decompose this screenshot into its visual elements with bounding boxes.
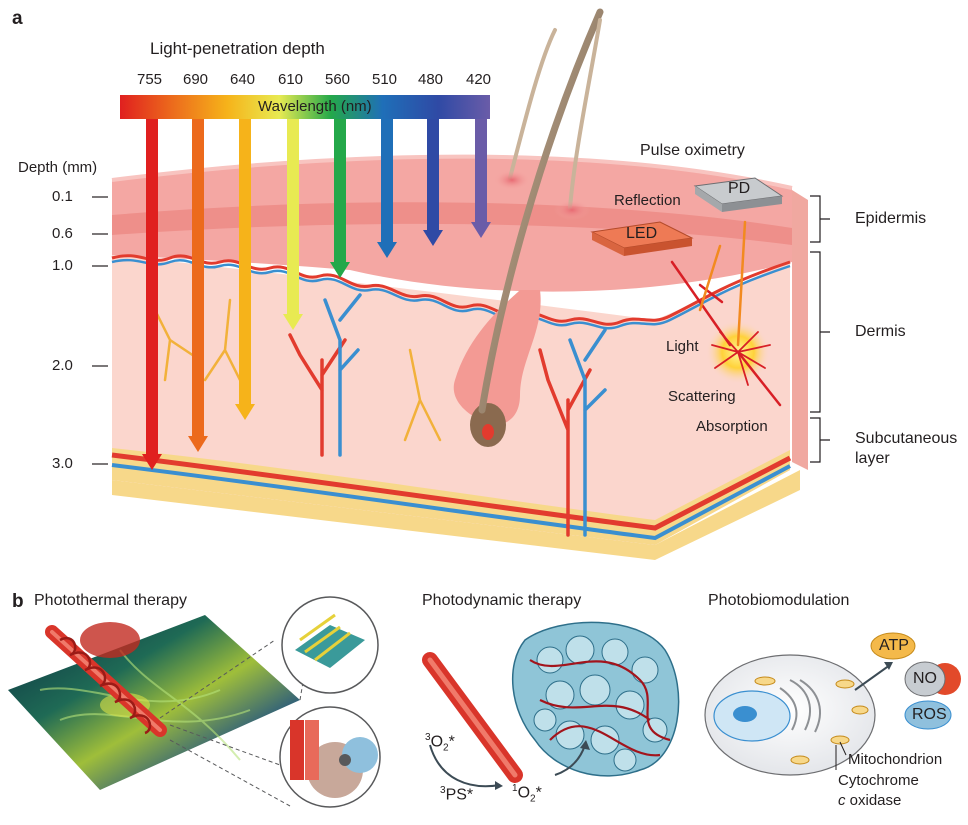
reflection-label: Reflection	[614, 192, 681, 209]
wavelength-arrow-510	[381, 119, 393, 244]
label-layer: layer	[855, 450, 890, 468]
depth-tick-0-1: 0.1	[52, 188, 73, 205]
depth-tick-2-0: 2.0	[52, 357, 73, 374]
triplet-oxygen-label: 3O2*	[425, 732, 455, 754]
photothermal-title: Photothermal therapy	[34, 592, 187, 610]
wavelength-arrow-640	[239, 119, 251, 406]
wavelength-arrow-690	[192, 119, 204, 438]
label-epidermis: Epidermis	[855, 210, 926, 228]
wavelength-arrow-755	[146, 119, 158, 456]
depth-ticks	[92, 197, 108, 464]
mitochondrion-label: Mitochondrion	[848, 751, 942, 768]
led-label: LED	[626, 225, 657, 243]
depth-tick-0-6: 0.6	[52, 225, 73, 242]
wavelength-label-610: 610	[278, 71, 303, 88]
wavelength-arrow-610	[287, 119, 299, 316]
light-penetration-title: Light-penetration depth	[150, 39, 325, 59]
panel-b-letter: b	[12, 591, 24, 613]
wavelength-arrow-420	[475, 119, 487, 224]
wavelength-label-690: 690	[183, 71, 208, 88]
pd-label: PD	[728, 180, 750, 198]
cytochrome-label: Cytochrome	[838, 772, 919, 789]
label-subcutaneous: Subcutaneous	[855, 430, 957, 448]
wavelength-label-755: 755	[137, 71, 162, 88]
wavelength-label-480: 480	[418, 71, 443, 88]
wavelength-label-640: 640	[230, 71, 255, 88]
wavelength-label-510: 510	[372, 71, 397, 88]
absorption-label: Absorption	[696, 418, 768, 435]
photosensitizer-label: 3PS*	[440, 785, 473, 804]
label-dermis: Dermis	[855, 323, 906, 341]
skin-block-side	[792, 190, 808, 470]
layer-brackets	[810, 196, 830, 462]
ros-label: ROS	[912, 706, 947, 724]
atp-label: ATP	[879, 637, 909, 655]
light-label: Light	[666, 338, 699, 355]
photobiomodulation-title: Photobiomodulation	[708, 592, 849, 610]
scattering-label: Scattering	[668, 388, 736, 405]
wavelength-axis-label: Wavelength (nm)	[258, 98, 372, 115]
pbm-arrow	[855, 665, 890, 690]
wavelength-arrow-480	[427, 119, 439, 232]
panel-a-letter: a	[12, 8, 23, 30]
depth-tick-1-0: 1.0	[52, 257, 73, 274]
depth-axis-title: Depth (mm)	[18, 159, 97, 176]
tumor-cell-cluster	[513, 622, 679, 776]
singlet-oxygen-label: 1O2*	[512, 783, 542, 805]
wavelength-label-420: 420	[466, 71, 491, 88]
no-label: NO	[913, 670, 937, 688]
pulse-oximetry-title: Pulse oximetry	[640, 142, 745, 160]
wavelength-arrow-560	[334, 119, 346, 264]
photodynamic-title: Photodynamic therapy	[422, 592, 581, 610]
wavelength-label-560: 560	[325, 71, 350, 88]
depth-tick-3-0: 3.0	[52, 455, 73, 472]
cytochrome-c-oxidase-label: c oxidase	[838, 792, 901, 809]
